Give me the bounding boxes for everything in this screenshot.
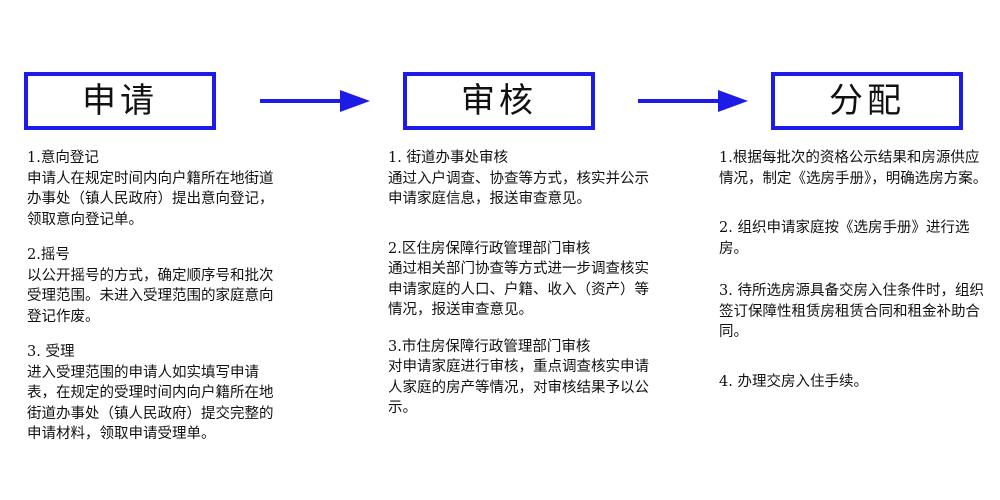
apply-steps: 1.意向登记 申请人在规定时间内向户籍所在地街道办事处（镇人民政府）提出意向登记… (27, 148, 285, 445)
step-heading: 1. 街道办事处审核 (388, 150, 508, 166)
step-heading: 3.市住房保障行政管理部门审核 (388, 338, 591, 355)
step-body: 以公开摇号的方式，确定顺序号和批次受理范围。未进入受理范围的家庭意向登记作废。 (27, 267, 274, 325)
step-item: 1. 街道办事处审核 通过入户调查、协查等方式，核实并公示申请家庭信息，报送审查… (388, 148, 658, 210)
step-item: 1.根据每批次的资格公示结果和房源供应情况，制定《选房手册》，明确选房方案。 (719, 148, 991, 189)
right-arrow-icon (638, 90, 748, 112)
step-body: 对申请家庭进行审核，重点调查核实申请人家庭的房产等情况，对审核结果予以公示。 (388, 359, 649, 416)
stage-title-apply: 申请 (82, 81, 158, 121)
review-steps: 1. 街道办事处审核 通过入户调查、协查等方式，核实并公示申请家庭信息，报送审查… (388, 148, 658, 419)
step-item: 1.意向登记 申请人在规定时间内向户籍所在地街道办事处（镇人民政府）提出意向登记… (27, 148, 285, 230)
step-heading: 2.摇号 (27, 247, 70, 263)
step-item: 3. 待所选房源具备交房入住条件时，组织签订保障性租赁房租赁合同和租金补助合同。 (719, 281, 991, 343)
stage-title-review: 审核 (461, 81, 537, 121)
right-arrow-icon (260, 90, 370, 112)
step-body: 1.根据每批次的资格公示结果和房源供应情况，制定《选房手册》，明确选房方案。 (719, 150, 988, 187)
step-item: 2.区住房保障行政管理部门审核 通过相关部门协查等方式进一步调查核实申请家庭的人… (388, 239, 658, 321)
step-item: 4. 办理交房入住手续。 (719, 372, 991, 393)
stage-box-apply: 申请 (24, 72, 216, 130)
step-body: 通过相关部门协查等方式进一步调查核实申请家庭的人口、户籍、收入（资产）等情况，报… (388, 261, 649, 318)
step-heading: 2.区住房保障行政管理部门审核 (388, 240, 591, 257)
step-item: 3. 受理 进入受理范围的申请人如实填写申请表，在规定的受理时间内向户籍所在地街… (27, 342, 285, 445)
step-item: 2.摇号 以公开摇号的方式，确定顺序号和批次受理范围。未进入受理范围的家庭意向登… (27, 245, 285, 327)
step-heading: 3. 受理 (27, 344, 75, 360)
step-body: 3. 待所选房源具备交房入住条件时，组织签订保障性租赁房租赁合同和租金补助合同。 (719, 283, 984, 340)
stage-box-review: 审核 (403, 72, 595, 130)
step-item: 3.市住房保障行政管理部门审核 对申请家庭进行审核，重点调查核实申请人家庭的房产… (388, 337, 658, 419)
stage-title-allocate: 分配 (829, 81, 905, 121)
step-heading: 1.意向登记 (27, 150, 99, 166)
step-body: 4. 办理交房入住手续。 (719, 373, 868, 390)
stage-box-allocate: 分配 (771, 72, 963, 130)
step-body: 通过入户调查、协查等方式，核实并公示申请家庭信息，报送审查意见。 (388, 170, 649, 208)
step-body: 申请人在规定时间内向户籍所在地街道办事处（镇人民政府）提出意向登记， 领取意向登… (27, 170, 274, 228)
step-body: 2. 组织申请家庭按《选房手册》进行选房。 (719, 220, 970, 257)
step-body: 进入受理范围的申请人如实填写申请表，在规定的受理时间内向户籍所在地街道办事处（镇… (27, 364, 274, 443)
step-item: 2. 组织申请家庭按《选房手册》进行选房。 (719, 218, 991, 259)
allocate-steps: 1.根据每批次的资格公示结果和房源供应情况，制定《选房手册》，明确选房方案。 2… (719, 148, 991, 392)
